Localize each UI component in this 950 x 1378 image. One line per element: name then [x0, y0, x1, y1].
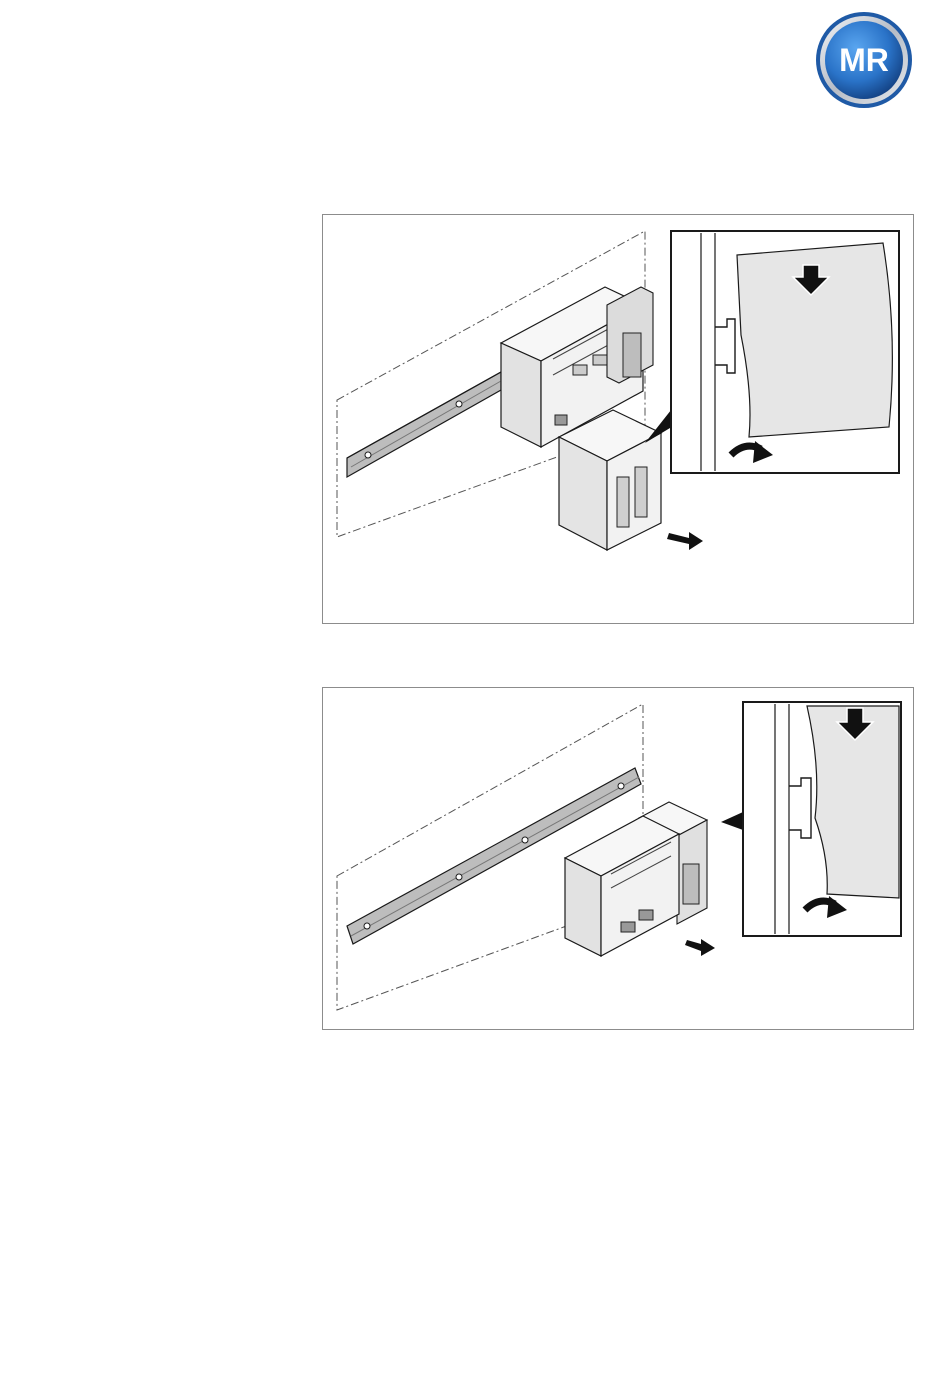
mr-logo-icon: MR	[814, 10, 914, 110]
din-rail-removal-illustration-icon	[323, 215, 915, 625]
logo-text: MR	[839, 42, 889, 78]
din-rail-mounting-illustration-icon	[323, 688, 915, 1031]
figure-mounting	[322, 687, 914, 1030]
mr-logo: MR	[814, 10, 914, 110]
figure-removal	[322, 214, 914, 624]
